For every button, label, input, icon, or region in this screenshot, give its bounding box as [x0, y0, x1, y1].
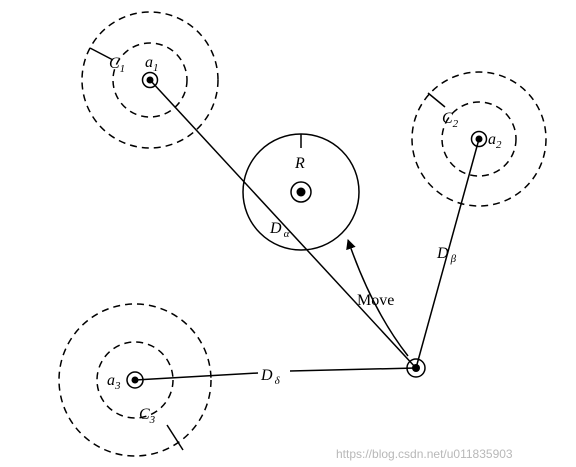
a2-outer-dashed-circle [411, 71, 547, 207]
c1-tick [89, 47, 114, 61]
a1-inner-dashed-circle [112, 42, 188, 118]
central-ring [290, 181, 312, 203]
agent-a2-group [411, 71, 547, 207]
watermark-text: https://blog.csdn.net/u011835903 [336, 447, 513, 461]
d-beta-line [415, 138, 480, 369]
a3-inner-dashed-circle [96, 341, 174, 419]
c2-tick [427, 92, 446, 108]
c3-tick [166, 424, 184, 451]
a3-label: a3 [107, 372, 121, 392]
c1-label: C1 [109, 55, 125, 75]
central-agent-group [242, 133, 360, 251]
move-arrow [346, 239, 409, 357]
move-label: Move [357, 292, 394, 309]
a2-label: a2 [488, 131, 502, 151]
d-delta-line-right [289, 367, 417, 372]
c3-label: C3 [139, 406, 156, 426]
r-label: R [294, 155, 305, 172]
a1-label: a1 [145, 54, 159, 74]
a1-ring [141, 71, 159, 89]
a2-inner-dashed-circle [441, 101, 517, 177]
c2-label: C2 [442, 110, 459, 130]
d-alpha-line [149, 79, 417, 369]
a3-outer-dashed-circle [58, 303, 212, 457]
a2-ring [470, 130, 488, 148]
d-delta-line-left [134, 372, 259, 381]
central-dot [296, 187, 306, 197]
a1-outer-dashed-circle [81, 11, 219, 149]
